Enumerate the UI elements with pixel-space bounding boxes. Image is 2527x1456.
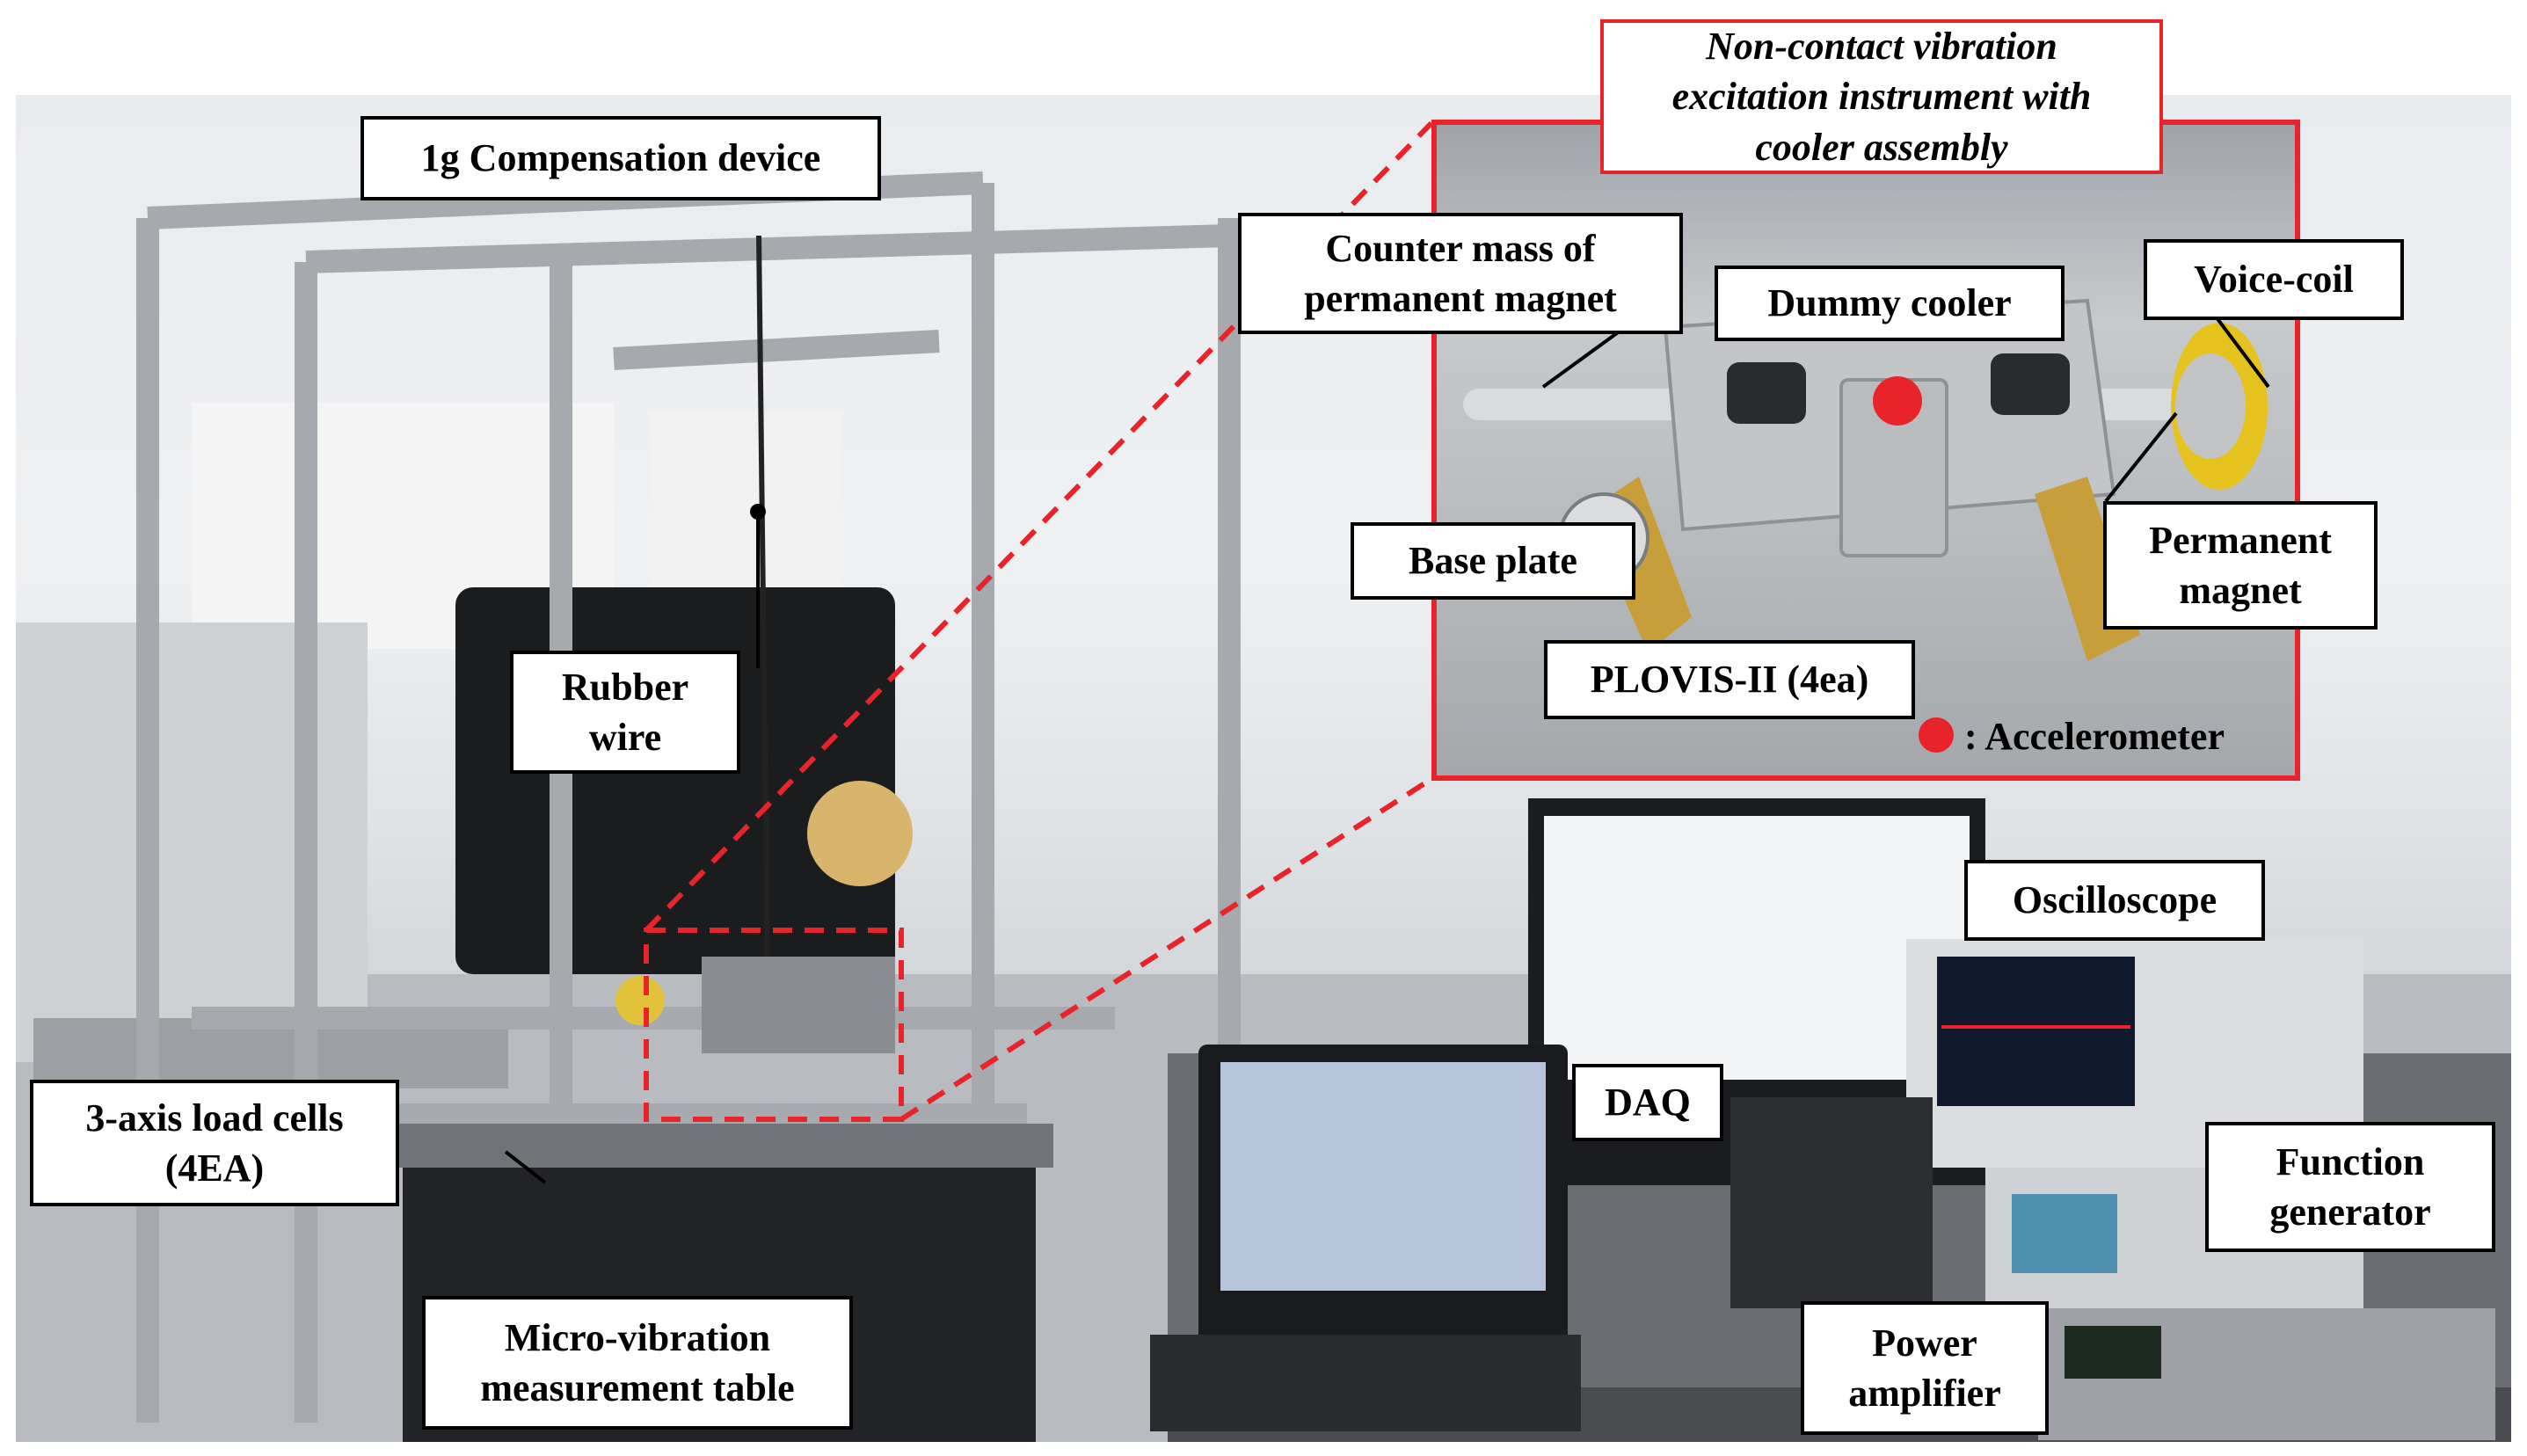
dummy-cooler-label: Dummy cooler (1715, 266, 2065, 341)
measurement-table-label: Micro-vibration measurement table (422, 1296, 853, 1430)
function-generator-label: Function generator (2205, 1122, 2495, 1252)
permanent-magnet-label: Permanent magnet (2103, 501, 2378, 630)
oscilloscope-label: Oscilloscope (1964, 860, 2265, 941)
plovis-label: PLOVIS-II (4ea) (1544, 640, 1915, 719)
accelerometer-legend-dot (1919, 717, 1954, 753)
rubber-wire-label: Rubber wire (510, 651, 740, 774)
load-cells-label: 3-axis load cells (4EA) (30, 1080, 399, 1206)
instrument-title-label: Non-contact vibration excitation instrum… (1600, 19, 2163, 174)
base-plate-label: Base plate (1351, 522, 1635, 600)
accelerometer-legend-text: : Accelerometer (1964, 715, 2225, 758)
accelerometer-dot (1873, 376, 1922, 426)
counter-mass-label: Counter mass of permanent magnet (1238, 213, 1683, 334)
compensation-device-label: 1g Compensation device (360, 116, 881, 200)
voice-coil-label: Voice-coil (2144, 239, 2404, 320)
power-amplifier-label: Power amplifier (1801, 1301, 2049, 1435)
daq-label: DAQ (1572, 1064, 1723, 1141)
